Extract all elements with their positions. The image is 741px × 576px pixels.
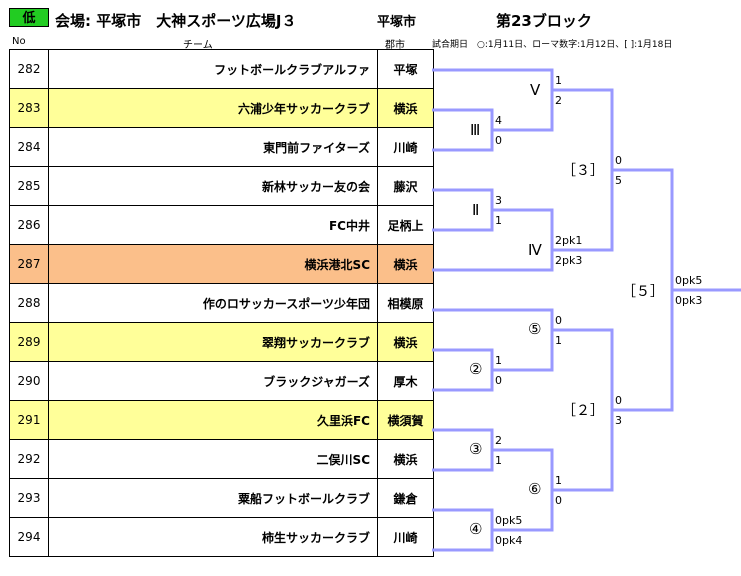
score: 0 — [495, 134, 502, 147]
team-name: 柿生サッカークラブ — [48, 517, 378, 557]
team-name: 東門前ファイターズ — [48, 127, 378, 167]
column-team-header: チーム — [183, 40, 213, 51]
team-city: 相模原 — [377, 283, 434, 323]
team-name: 二俣川SC — [48, 439, 378, 479]
team-city: 川崎 — [377, 517, 434, 557]
score: 4 — [495, 114, 502, 127]
team-name: ブラックジャガーズ — [48, 361, 378, 401]
score: 0pk5 — [675, 274, 703, 287]
score: 5 — [615, 174, 622, 187]
column-no-header: No — [12, 36, 26, 47]
score: 1 — [555, 334, 562, 347]
column-city-header: 郡市 — [385, 40, 405, 51]
team-number: 292 — [9, 439, 49, 479]
team-number: 290 — [9, 361, 49, 401]
team-number: 283 — [9, 88, 49, 128]
team-name: FC中井 — [48, 205, 378, 245]
score: 1 — [555, 474, 562, 487]
match-label-ii: Ⅱ — [472, 201, 480, 219]
team-number: 294 — [9, 517, 49, 557]
score: 0 — [615, 394, 622, 407]
score: 0pk5 — [495, 514, 523, 527]
level-badge: 低 — [9, 8, 49, 27]
team-number: 282 — [9, 49, 49, 89]
team-number: 284 — [9, 127, 49, 167]
score: 1 — [495, 354, 502, 367]
match-label-v: Ⅴ — [530, 81, 541, 99]
team-name: 横浜港北SC — [48, 244, 378, 284]
score: 0 — [615, 154, 622, 167]
team-city: 藤沢 — [377, 166, 434, 206]
score: 1 — [555, 74, 562, 87]
team-city: 横浜 — [377, 244, 434, 284]
score: 3 — [495, 194, 502, 207]
match-label-4: ④ — [469, 520, 483, 538]
score: 2pk3 — [555, 254, 583, 267]
match-label-2: ② — [469, 360, 483, 378]
team-city: 鎌倉 — [377, 478, 434, 518]
match-label-6: ⑥ — [528, 480, 542, 498]
score: 0 — [495, 374, 502, 387]
team-name: 新林サッカー友の会 — [48, 166, 378, 206]
venue-city: 平塚市 — [377, 15, 417, 30]
score: 1 — [495, 454, 502, 467]
score: 0 — [555, 494, 562, 507]
score: 2 — [555, 94, 562, 107]
team-city: 足柄上 — [377, 205, 434, 245]
team-city: 横浜 — [377, 88, 434, 128]
team-city: 横須賀 — [377, 400, 434, 440]
team-number: 286 — [9, 205, 49, 245]
team-name: 久里浜FC — [48, 400, 378, 440]
score: 0pk3 — [675, 294, 703, 307]
match-label-iv: Ⅳ — [528, 241, 542, 259]
score: 0pk4 — [495, 534, 523, 547]
team-city: 厚木 — [377, 361, 434, 401]
match-label-3: ③ — [469, 440, 483, 458]
score: 0 — [555, 314, 562, 327]
match-label-bracket-3: ［３］ — [562, 163, 604, 179]
team-city: 川崎 — [377, 127, 434, 167]
score: 1 — [495, 214, 502, 227]
score: 2pk1 — [555, 234, 583, 247]
match-label-5: ⑤ — [528, 320, 542, 338]
team-number: 291 — [9, 400, 49, 440]
score: 2 — [495, 434, 502, 447]
team-name: 六浦少年サッカークラブ — [48, 88, 378, 128]
team-city: 横浜 — [377, 439, 434, 479]
team-name: 粟船フットボールクラブ — [48, 478, 378, 518]
match-label-bracket-2: ［２］ — [562, 403, 604, 419]
block-title: 第23ブロック — [496, 12, 592, 30]
match-label-bracket-5: ［５］ — [622, 284, 664, 300]
match-date-legend: 試合期日 ○:1月11日、ローマ数字:1月12日、[ ]:1月18日 — [432, 40, 673, 50]
match-label-iii: Ⅲ — [470, 121, 481, 139]
score: 3 — [615, 414, 622, 427]
team-number: 289 — [9, 322, 49, 362]
team-city: 平塚 — [377, 49, 434, 89]
team-name: 翠翔サッカークラブ — [48, 322, 378, 362]
venue-title: 会場: 平塚市 大神スポーツ広場J３ — [55, 12, 297, 30]
team-city: 横浜 — [377, 322, 434, 362]
team-number: 287 — [9, 244, 49, 284]
